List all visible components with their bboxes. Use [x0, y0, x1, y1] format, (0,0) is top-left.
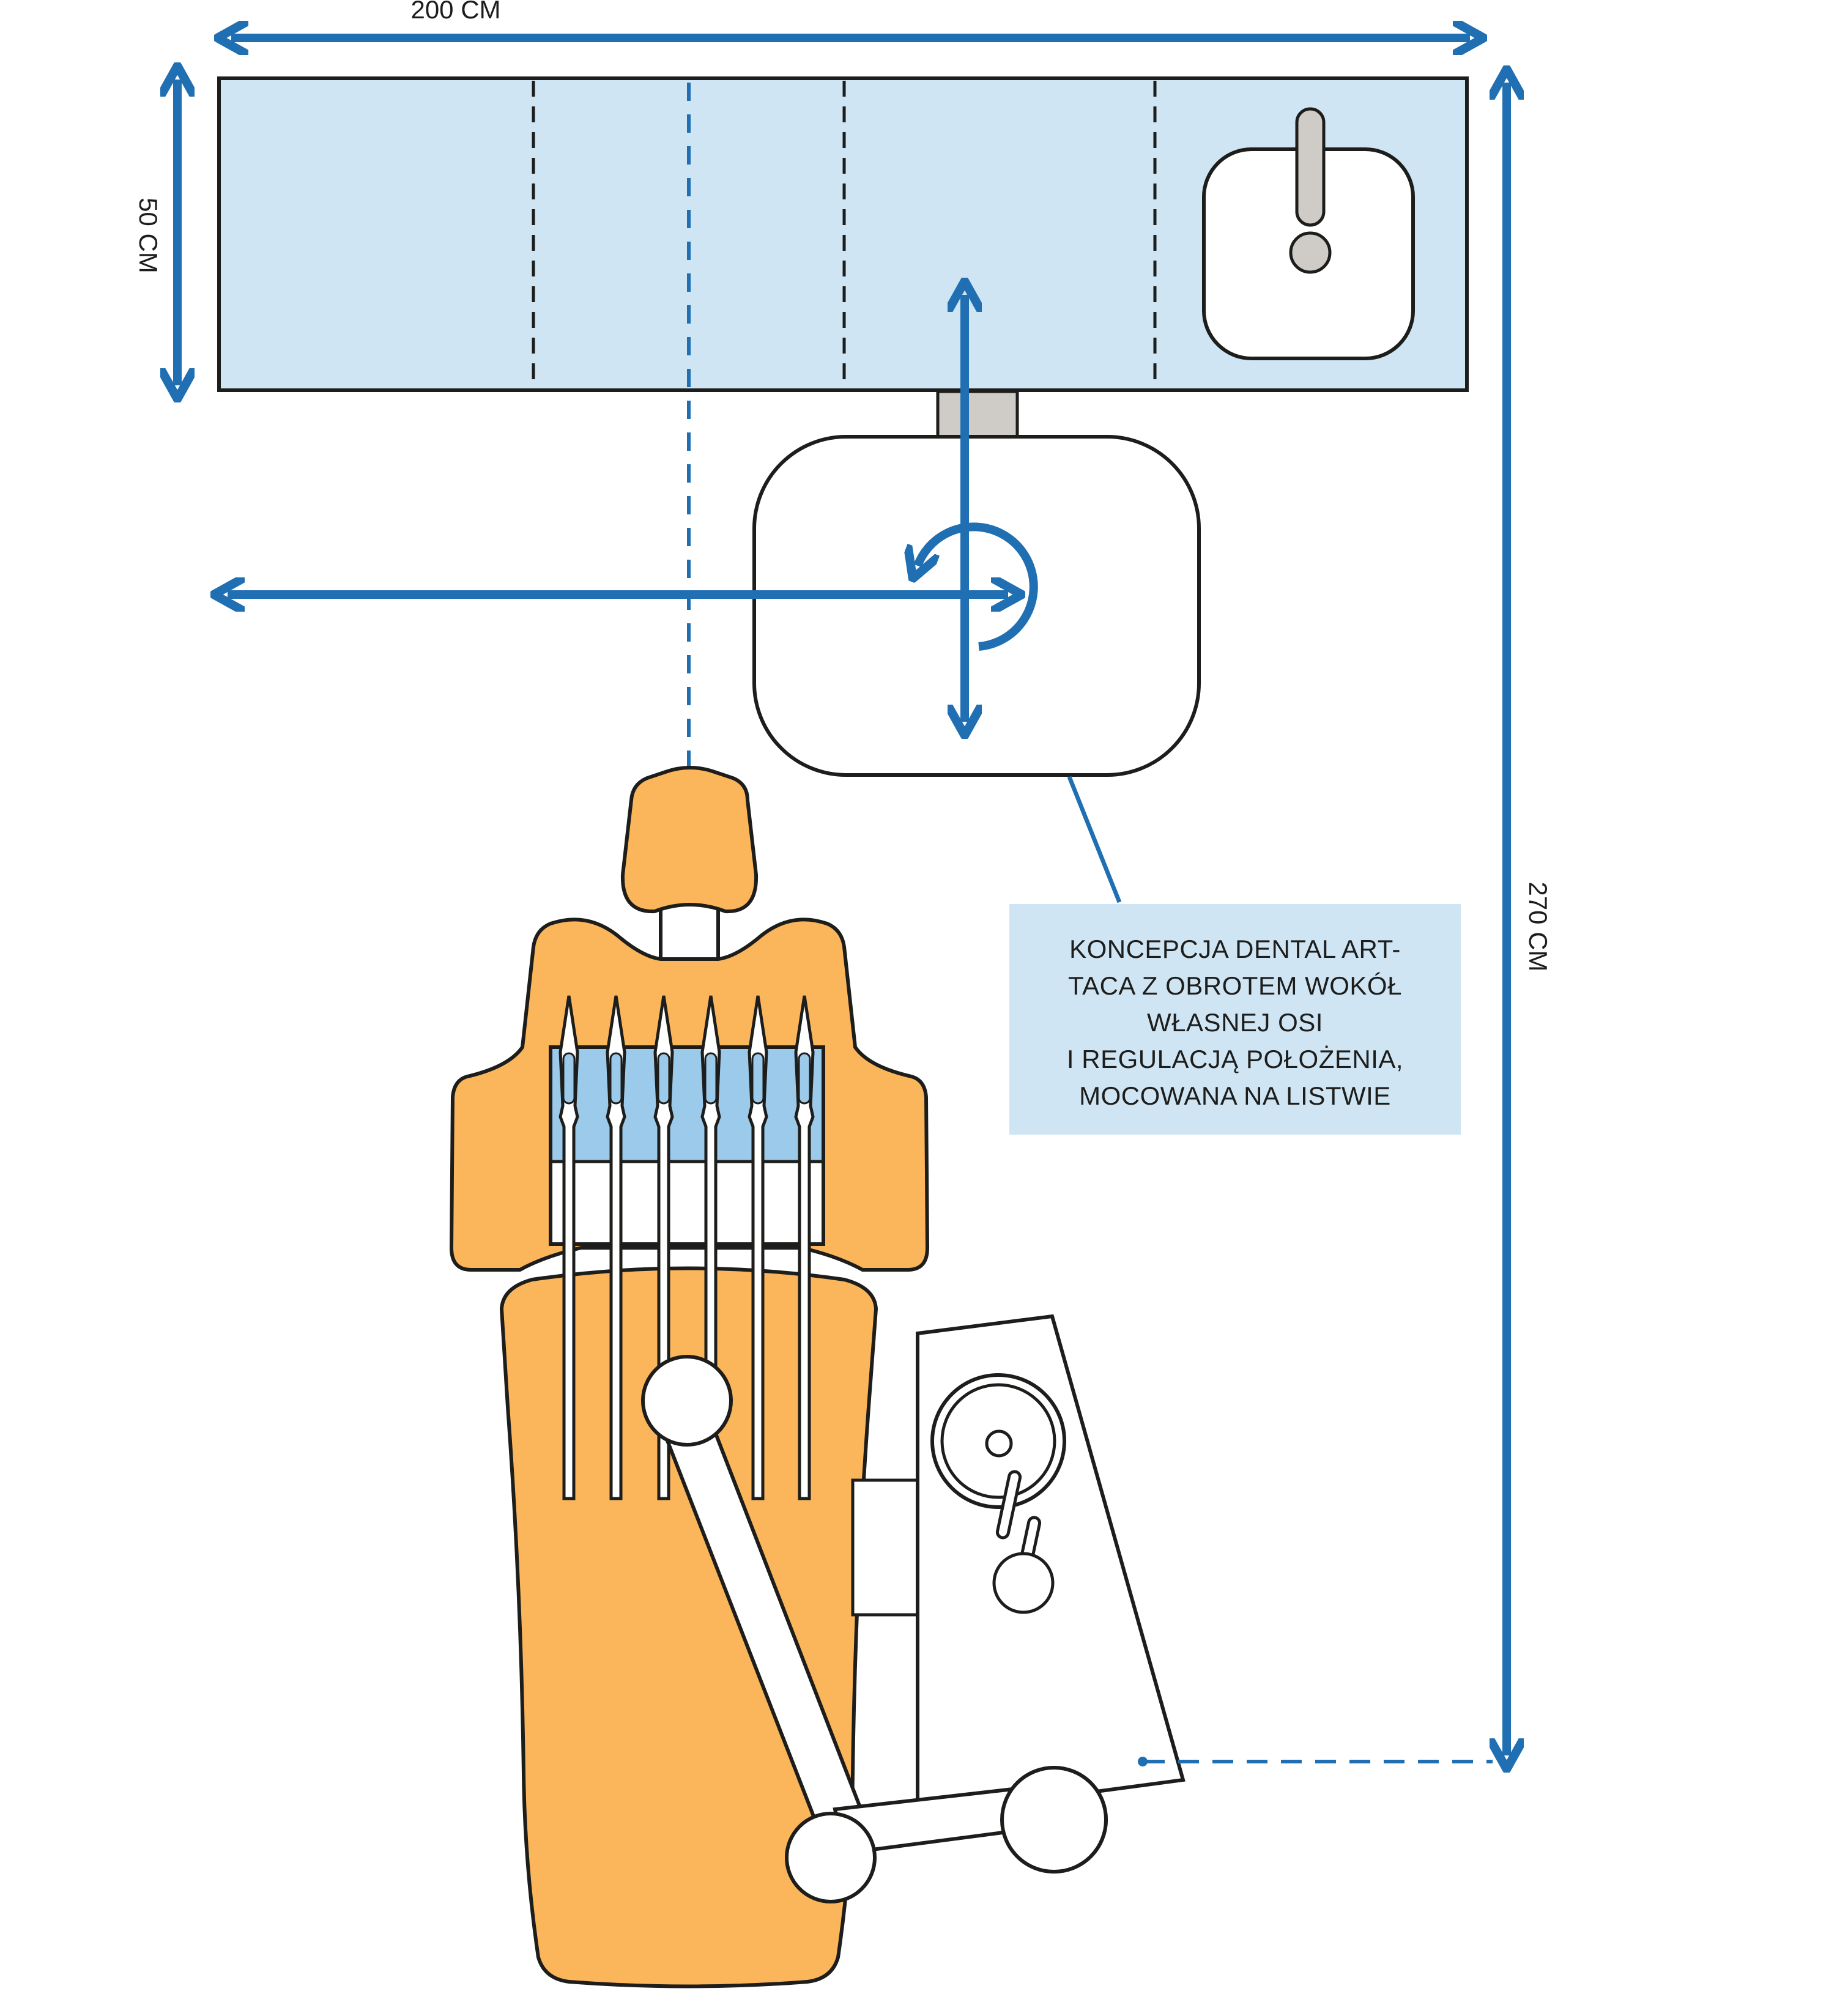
- holder-tray: [552, 1049, 822, 1162]
- depth-dimension: 50 CM: [134, 80, 177, 385]
- callout-line: KONCEPCJA DENTAL ART-: [1069, 935, 1401, 963]
- arm-joint-unit: [1000, 1766, 1108, 1874]
- spittoon-drain-icon: [985, 1429, 1013, 1458]
- callout-leader-line: [1067, 776, 1122, 903]
- chair-seat: [499, 1266, 878, 1988]
- cup-holder: [992, 1552, 1055, 1614]
- handpiece-instrument: [748, 995, 768, 1500]
- instrument-holder: [549, 995, 825, 1500]
- dental-art-tray: [752, 435, 1201, 777]
- tray-movement-arrows: [228, 295, 1038, 722]
- callout-line: WŁASNEJ OSI: [1147, 1008, 1323, 1037]
- rail-mount: [936, 390, 1019, 439]
- handpiece-instrument: [794, 995, 815, 1500]
- arm-joint-top: [641, 1355, 733, 1447]
- length-reference-point: [1138, 1757, 1148, 1766]
- callout-line: MOCOWANA NA LISTWIE: [1079, 1081, 1391, 1110]
- callout-box: KONCEPCJA DENTAL ART- TACA Z OBROTEM WOK…: [1009, 904, 1461, 1135]
- cup-filler-spout: [995, 1470, 1022, 1540]
- length-dimension: 270 CM: [1507, 83, 1553, 1755]
- callout-line: TACA Z OBROTEM WOKÓŁ: [1068, 971, 1402, 1000]
- spittoon-bowl-inner: [940, 1383, 1056, 1499]
- articulated-arm: [641, 1355, 1108, 1903]
- headrest: [620, 766, 759, 914]
- width-dimension-label: 200 CM: [410, 0, 500, 24]
- length-dimension-label: 270 CM: [1524, 881, 1553, 971]
- rotation-arrow-icon: [918, 522, 1038, 651]
- arm-joint-bottom: [785, 1812, 877, 1903]
- handpiece-instrument: [558, 995, 579, 1500]
- depth-dimension-label: 50 CM: [134, 198, 163, 273]
- faucet-icon: [1295, 107, 1326, 227]
- callout-line: I REGULACJĄ POŁOŻENIA,: [1066, 1045, 1404, 1073]
- wall-counter: [217, 76, 1469, 392]
- water-unit-connector: [851, 1478, 922, 1617]
- drain-icon: [1289, 231, 1332, 274]
- width-dimension: 200 CM: [231, 0, 1470, 38]
- handpiece-instrument: [606, 995, 626, 1500]
